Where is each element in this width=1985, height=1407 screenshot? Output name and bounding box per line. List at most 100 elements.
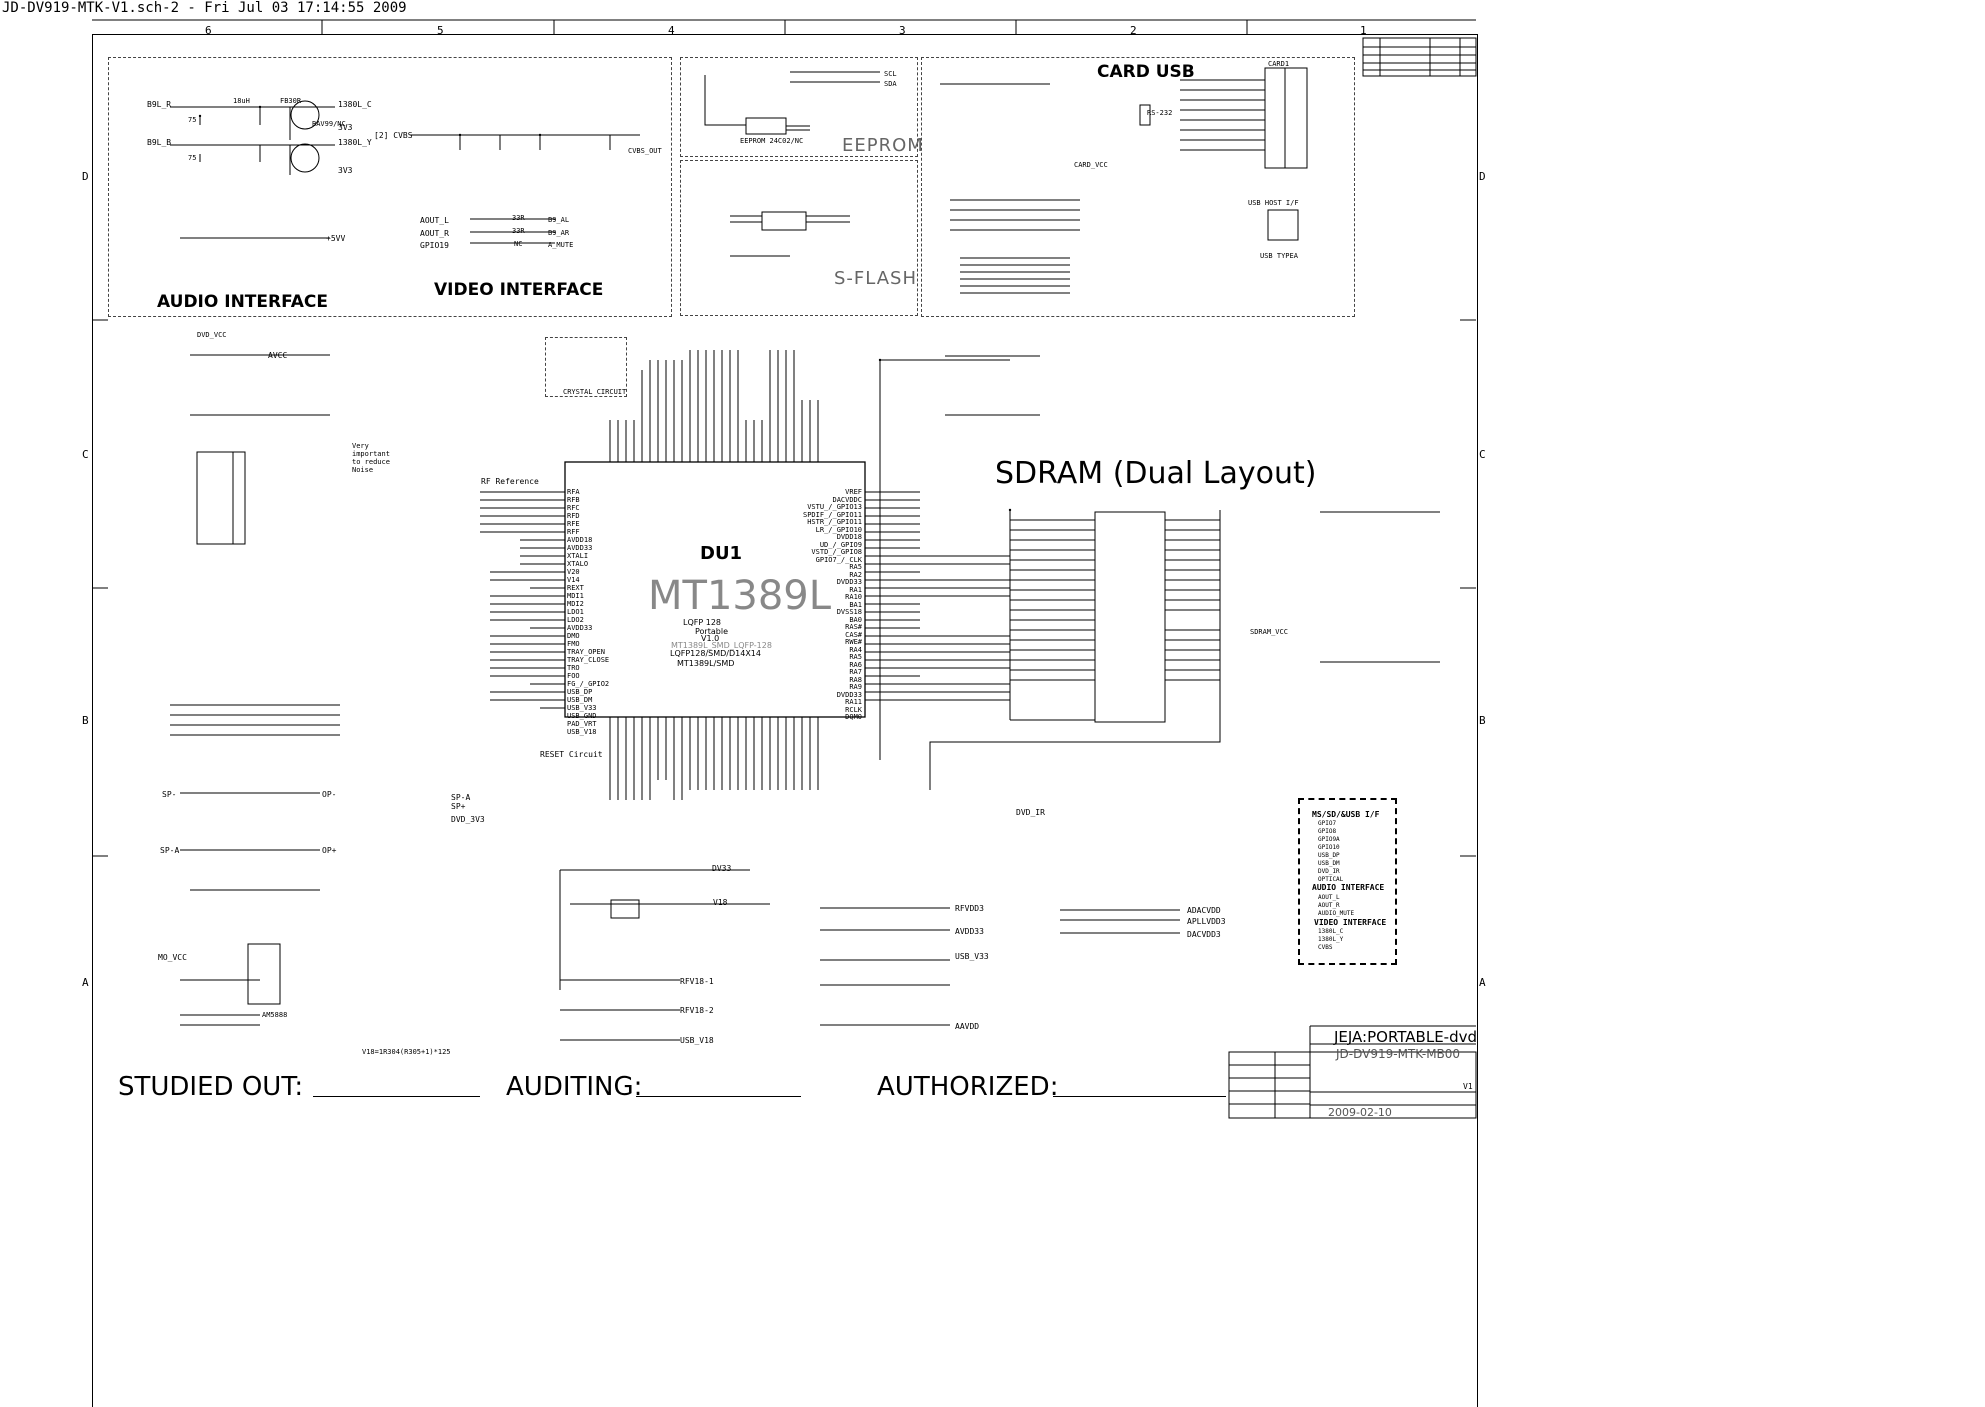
- ms-box-audio-title: AUDIO INTERFACE: [1312, 883, 1385, 892]
- net-label: OP+: [322, 846, 337, 855]
- left-pin-label: AVDD18: [567, 536, 593, 544]
- left-pin-label: XTALO: [567, 560, 589, 568]
- net-label: CARD_VCC: [1074, 161, 1108, 169]
- left-pin-label: USB_DM: [567, 696, 593, 704]
- net-label: SP-A: [451, 793, 471, 802]
- net-label: 75: [188, 154, 197, 162]
- right-pin-label: RA8: [849, 675, 862, 684]
- left-pin-label: FMO: [567, 640, 580, 648]
- studied-out-line: [313, 1096, 480, 1097]
- net-label: 3V3: [338, 166, 353, 175]
- ms-box-title: MS/SD/&USB I/F: [1312, 810, 1380, 819]
- net-label: [2] CVBS: [374, 131, 413, 140]
- net-label: SP+: [451, 802, 466, 811]
- right-pin-label: LR_/_GPIO10: [815, 525, 862, 534]
- page-header: JD-DV919-MTK-V1.sch-2 - Fri Jul 03 17:14…: [2, 0, 407, 16]
- audio-interface-title: AUDIO INTERFACE: [157, 292, 329, 312]
- right-pin-label: RA9: [849, 683, 862, 691]
- left-pin-label: MDI2: [567, 600, 584, 608]
- eeprom-title: EEPROM: [842, 135, 924, 156]
- row-letter: D: [1479, 170, 1486, 183]
- net-label: USB_V33: [955, 952, 989, 961]
- ms-box-item: GPIO9A: [1318, 836, 1340, 843]
- column-number: 6: [205, 24, 212, 37]
- net-label: B9L_B: [147, 138, 172, 147]
- net-label: AOUT_L: [420, 216, 449, 225]
- column-number: 5: [437, 24, 444, 37]
- row-letter: B: [82, 714, 89, 727]
- ms-sd-usb-box: [1298, 798, 1397, 965]
- net-label: GPIO19: [420, 241, 449, 250]
- left-pin-label: V14: [567, 576, 580, 584]
- right-pin-label: GPIO7_/_CLK: [815, 555, 862, 564]
- main-chip-sub1: Portable: [695, 627, 728, 636]
- net-label: +5VV: [326, 234, 346, 243]
- column-number: 1: [1360, 24, 1367, 37]
- net-label: SP-A: [160, 846, 180, 855]
- net-label: V18: [713, 898, 728, 907]
- title-block-date: 2009-02-10: [1328, 1106, 1392, 1119]
- left-pin-label: LDO2: [567, 616, 584, 624]
- sflash-section: [680, 160, 918, 316]
- auditing-line: [636, 1096, 801, 1097]
- right-pin-label: DVSS18: [836, 608, 862, 616]
- right-pin-label: DACVDDC: [832, 495, 862, 504]
- title-block-company: JEJA:PORTABLE-dvd: [1334, 1028, 1478, 1046]
- left-pin-label: TRO: [567, 664, 580, 672]
- right-pin-label: BA1: [849, 600, 862, 609]
- right-pin-label: RCLK: [845, 705, 862, 714]
- row-letter: C: [1479, 448, 1486, 461]
- right-pin-label: DQM0: [845, 713, 862, 721]
- left-pin-label: XTALI: [567, 552, 589, 560]
- ms-box-item: AOUT_R: [1318, 902, 1340, 909]
- net-label: FB30R: [280, 97, 302, 105]
- sdram-title: SDRAM (Dual Layout): [995, 456, 1317, 491]
- net-label: ADACVDD: [1187, 906, 1221, 915]
- right-pin-label: RA10: [845, 593, 862, 601]
- net-label: B9L_R: [147, 100, 172, 109]
- net-label: NC: [514, 240, 523, 248]
- left-pin-label: REXT: [567, 584, 584, 592]
- left-pin-label: RFD: [567, 512, 580, 520]
- row-letter: D: [82, 170, 89, 183]
- net-label: RS-232: [1147, 109, 1173, 117]
- right-pin-label: RA6: [849, 660, 862, 669]
- net-label: CVBS_OUT: [628, 147, 662, 155]
- left-pin-label: RFF: [567, 528, 580, 536]
- net-label: SP-: [162, 790, 177, 799]
- net-label: 18uH: [233, 97, 250, 105]
- left-pin-label: TRAY_CLOSE: [567, 656, 610, 664]
- authorized-label: AUTHORIZED:: [877, 1072, 1059, 1102]
- right-pin-label: VSTU_/_GPIO13: [807, 503, 862, 511]
- right-pin-label: DVDD18: [836, 533, 862, 541]
- ms-box-item: GPIO7: [1318, 820, 1337, 827]
- net-label: APLLVDD3: [1187, 917, 1226, 926]
- left-pin-label: DMO: [567, 632, 580, 640]
- net-label: BAV99/NC: [312, 120, 346, 128]
- net-label: EEPROM 24C02/NC: [740, 137, 804, 145]
- rf-reference-title: RF Reference: [481, 477, 539, 486]
- drawing-border: [92, 34, 1478, 1407]
- net-label: 1380L_Y: [338, 138, 372, 147]
- net-label: RFV18-2: [680, 1006, 714, 1015]
- left-pin-label: FG_/_GPIO2: [567, 680, 610, 688]
- net-label: AVCC: [268, 351, 288, 360]
- audio-video-section: [108, 57, 672, 317]
- left-pin-label: AVDD33: [567, 624, 593, 632]
- main-chip-sub3: MT1389L_SMD_LQFP-128: [671, 641, 772, 650]
- net-label: Very important to reduce Noise: [352, 442, 390, 474]
- right-pin-label: RWE#: [845, 638, 862, 646]
- crystal-title: CRYSTAL CIRCUIT: [563, 388, 627, 396]
- card-usb-section: [921, 57, 1355, 317]
- right-pin-label: VSTD_/_GPIO8: [811, 548, 862, 556]
- net-label: 1380L_C: [338, 100, 372, 109]
- left-pin-label: RFC: [567, 504, 580, 512]
- net-label: B9_AL: [548, 216, 570, 224]
- ms-box-video-title: VIDEO INTERFACE: [1314, 918, 1387, 927]
- net-label: A_MUTE: [548, 241, 574, 249]
- left-pin-label: LDO1: [567, 608, 584, 616]
- net-label: AM5888: [262, 1011, 288, 1019]
- right-pin-label: RAS#: [845, 623, 862, 631]
- ms-box-item: USB_DP: [1318, 852, 1340, 859]
